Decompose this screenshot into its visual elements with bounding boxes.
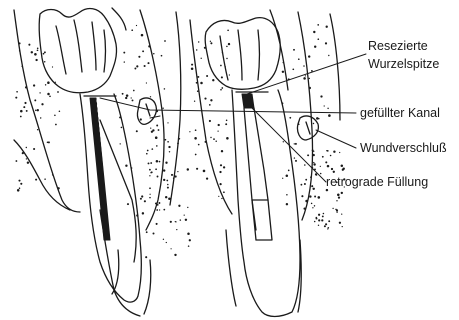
right-crown [205, 18, 280, 90]
label-resected-root-tip-line1: Resezierte [368, 39, 428, 53]
right-root [232, 90, 300, 317]
label-wound-closure: Wundverschluß [360, 141, 447, 155]
label-retrograde-filling: retrograde Füllung [326, 175, 428, 189]
left-tooth-drawing [14, 8, 181, 316]
left-bone-outline [14, 10, 80, 212]
label-filled-canal: gefüllter Kanal [360, 106, 440, 120]
label-resected-root-tip-line2: Wurzelspitze [368, 57, 439, 71]
right-retrograde-filling [242, 94, 254, 108]
right-tooth-drawing [190, 10, 340, 317]
right-bone-outline [190, 20, 232, 214]
leader-wound-closure-right [316, 130, 356, 148]
left-filled-canal [90, 98, 110, 240]
